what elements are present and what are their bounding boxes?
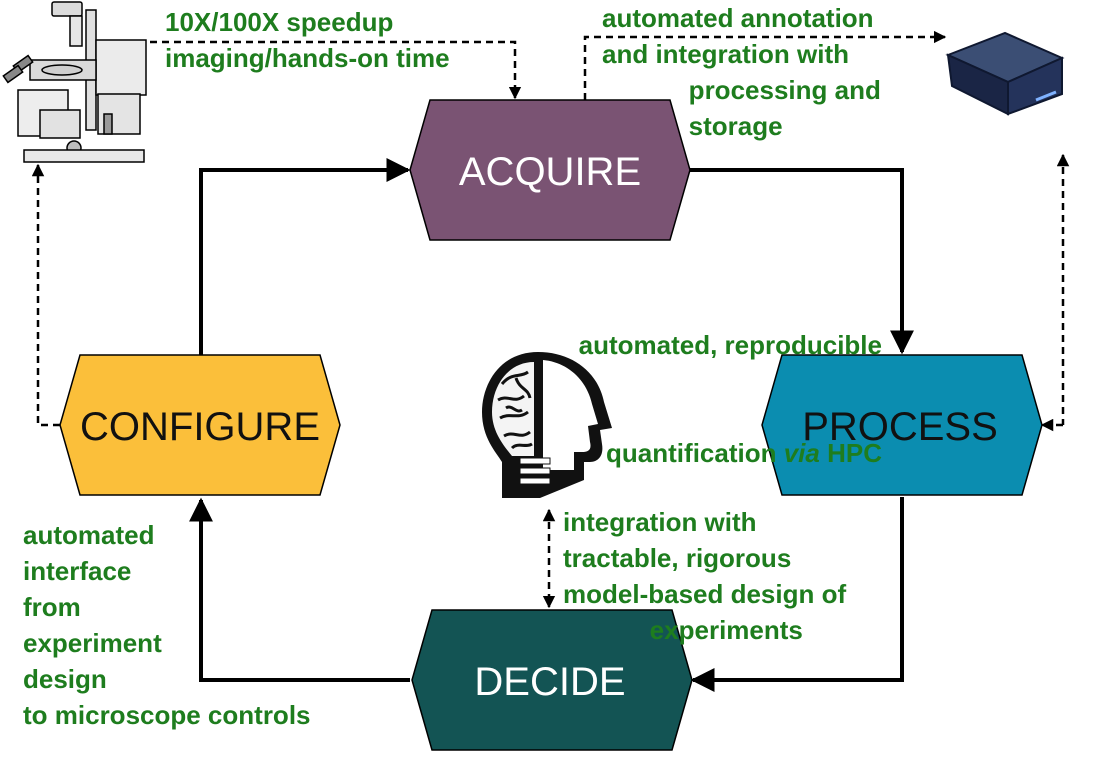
microscope-icon bbox=[2, 1, 147, 163]
process-stage: PROCESS bbox=[761, 354, 1043, 496]
speedup-annotation: 10X/100X speedup imaging/hands-on time bbox=[165, 7, 450, 73]
storage-device-icon bbox=[945, 31, 1065, 116]
annotation-storage-annotation: automated annotation and integration wit… bbox=[602, 3, 881, 141]
dashed-arrow-configure-to-microscope bbox=[31, 163, 60, 427]
acquire-label: ACQUIRE bbox=[459, 150, 641, 194]
acquire-stage: ACQUIRE bbox=[409, 99, 691, 241]
quantification-suffix: HPC bbox=[819, 438, 882, 468]
process-label: PROCESS bbox=[802, 405, 998, 449]
configure-stage: CONFIGURE bbox=[59, 354, 341, 496]
quantification-prefix: quantification bbox=[606, 438, 784, 468]
arrow-process-to-decide bbox=[690, 497, 904, 692]
quantification-emphasis: via bbox=[783, 438, 820, 468]
dashed-arrow-acquire-to-storage bbox=[583, 30, 947, 100]
decide-label: DECIDE bbox=[474, 660, 625, 704]
quantification-annotation: automated, reproducible quantification v… bbox=[480, 255, 882, 543]
quantification-line-1: automated, reproducible bbox=[578, 330, 882, 360]
quantification-line-2: quantification via HPC bbox=[480, 435, 882, 471]
interface-annotation: automated interface from experiment desi… bbox=[23, 520, 311, 730]
arrow-decide-to-configure bbox=[189, 497, 410, 682]
dashed-arrow-microscope-to-acquire bbox=[150, 40, 522, 100]
arrow-acquire-to-process bbox=[690, 168, 914, 355]
arrow-configure-to-acquire bbox=[199, 158, 411, 355]
decide-stage: DECIDE bbox=[411, 609, 693, 751]
design-annotation: integration with tractable, rigorous mod… bbox=[563, 507, 847, 645]
configure-label: CONFIGURE bbox=[80, 405, 320, 449]
head-lightbulb-brain-icon bbox=[482, 352, 612, 498]
